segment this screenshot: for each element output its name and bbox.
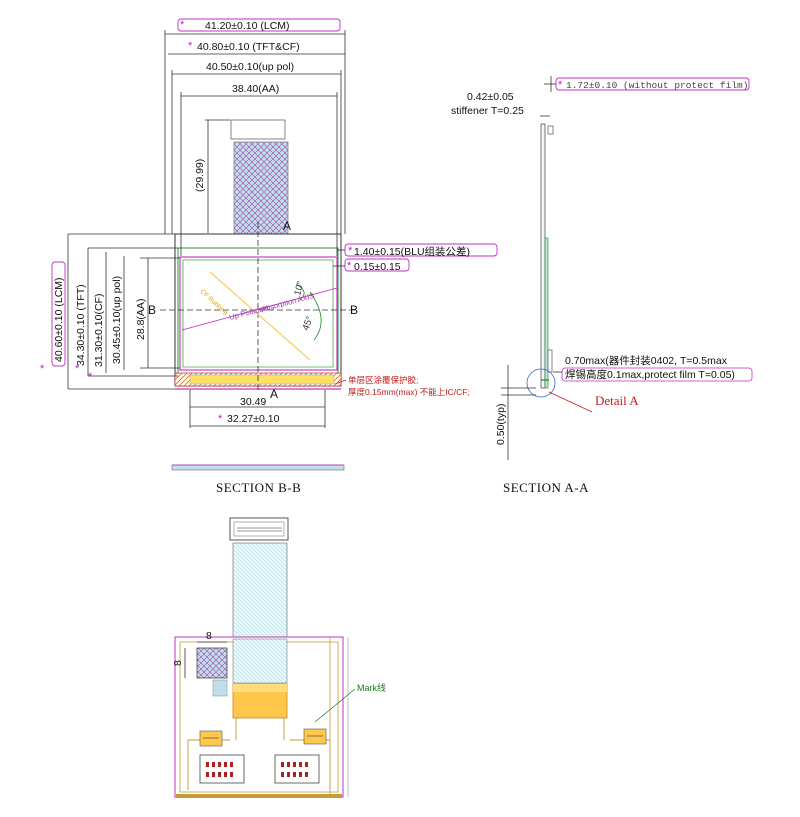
component-height-line2: 焊锡高度0.1max,protect film T=0.05) <box>565 368 735 381</box>
connector-pins <box>237 527 282 532</box>
star-mark: * <box>347 260 352 272</box>
fpc-length-dim: (29.99) <box>194 159 206 192</box>
fpc-tail-back <box>232 542 288 640</box>
section-mark-b-left: B <box>148 303 156 317</box>
star-mark: * <box>180 19 185 31</box>
back-view: 8 8 Mark线 <box>172 517 386 798</box>
bottom-dimensions: 30.49 * 32.27±0.10 <box>189 390 326 428</box>
component-height-line1: 0.70max(器件封装0402, T=0.5max <box>565 354 728 367</box>
detail-a-circle <box>526 368 556 398</box>
blu-tolerance-dim: 1.40±0.15(BLU组装公差) <box>354 245 470 258</box>
rubbing-axis-line <box>209 271 311 361</box>
up-pol-width-dim: 40.50±0.10(up pol) <box>206 61 294 73</box>
glue-note-line2: 厚度0.15mm(max) 不能上IC/CF; <box>348 387 470 397</box>
fpc-tail-top <box>233 141 289 235</box>
angle-10-label: 10° <box>292 280 306 297</box>
top-view: Up Polarizer Absorption AXIS CF Rubbing … <box>148 119 358 401</box>
star-mark: * <box>75 363 80 375</box>
section-b-b-caption: SECTION B-B <box>216 480 301 495</box>
star-mark: * <box>348 245 353 257</box>
star-mark: * <box>188 40 193 52</box>
angle-arc-45 <box>309 291 322 341</box>
gap-dim: 0.15±0.15 <box>354 261 401 273</box>
stiffener-block <box>547 125 554 135</box>
star-mark: * <box>218 413 223 425</box>
aa-height-dim: 28.8(AA) <box>135 299 147 340</box>
mark-line-label: Mark线 <box>357 682 386 693</box>
star-mark: * <box>40 363 45 375</box>
right-annotations: * 1.40±0.15(BLU组装公差) * 0.15±0.15 单层区涂覆保护… <box>333 243 498 397</box>
stiffener-dim: 0.42±0.05 <box>467 91 514 103</box>
bottom-outer-dim: 32.27±0.10 <box>227 413 280 425</box>
section-a-a-caption: SECTION A-A <box>503 480 589 495</box>
top-dimensions: * 41.20±0.10 (LCM) * 40.80±0.10 (TFT&CF)… <box>164 18 346 256</box>
side-view: * 1.72±0.10 (without protect film) 0.42±… <box>451 76 753 495</box>
mark-square <box>196 647 228 679</box>
up-pol-height-dim: 30.45±0.10(up pol) <box>111 276 123 364</box>
angle-arc-10 <box>295 283 305 301</box>
star-mark: * <box>558 79 563 91</box>
glass-side-layer <box>544 237 549 389</box>
bottom-yellow-strip <box>189 374 335 385</box>
component-block <box>547 349 553 373</box>
cf-height-dim: 31.30±0.10(CF) <box>93 294 105 367</box>
ic-block-left <box>199 754 245 784</box>
section-mark-b-right: B <box>350 303 358 317</box>
aa-width-dim: 38.40(AA) <box>232 83 279 95</box>
typ-dim: 0.50(typ) <box>495 404 507 445</box>
left-dimensions: * 40.60±0.10 (LCM) * 34.30±0.10 (TFT) * … <box>40 233 180 390</box>
section-mark-a-top: A <box>283 219 291 233</box>
glue-note-line1: 单层区涂覆保护胶; <box>348 375 418 385</box>
angle-45-label: 45° <box>300 315 315 332</box>
star-mark: * <box>88 371 93 383</box>
tft-height-dim: 34.30±0.10 (TFT) <box>75 284 87 366</box>
lcm-height-dim: 40.60±0.10 (LCM) <box>53 277 65 362</box>
fpc-connector-top <box>230 119 286 140</box>
component-pad-left <box>199 730 223 747</box>
square-height-dim: 8 <box>172 660 184 666</box>
fpc-side-layer <box>540 123 546 389</box>
tft-cf-width-dim: 40.80±0.10 (TFT&CF) <box>197 41 300 53</box>
absorption-axis-line <box>181 287 338 331</box>
section-mark-a-bottom: A <box>270 387 278 401</box>
ic-block-right <box>274 754 320 784</box>
detail-a-label: Detail A <box>595 393 639 408</box>
square-width-dim: 8 <box>206 630 212 642</box>
back-bottom-strip <box>176 794 342 798</box>
stiffener-thickness: stiffener T=0.25 <box>451 105 524 117</box>
active-area <box>179 256 338 371</box>
bottom-inner-dim: 30.49 <box>240 396 266 408</box>
lcm-width-dim: 41.20±0.10 (LCM) <box>205 20 290 32</box>
thickness-dim: 1.72±0.10 (without protect film) <box>566 80 748 91</box>
component-pad-right <box>303 728 327 745</box>
section-b-b: SECTION B-B <box>171 464 345 495</box>
ic-pins <box>206 762 308 777</box>
